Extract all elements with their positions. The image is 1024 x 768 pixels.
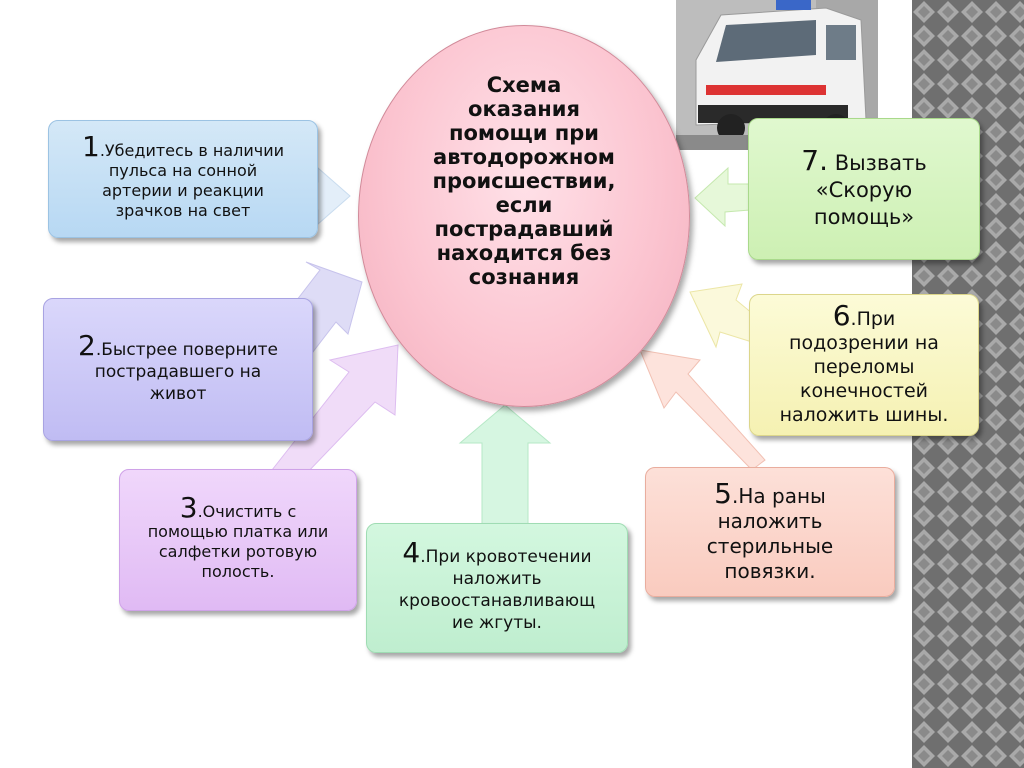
step-4-box: 4.При кровотечении наложить кровоостанав… — [366, 523, 628, 653]
step-2-box: 2.Быстрее поверните пострадавшего на жив… — [43, 298, 313, 441]
arrow-7 — [694, 166, 751, 228]
step-3-number: 3 — [179, 491, 198, 524]
step-3-box: 3.Очистить с помощью платка или салфетки… — [119, 469, 357, 611]
step-6-text: .При подозрении на переломы конечностей … — [779, 307, 949, 426]
arrow-1 — [314, 166, 351, 226]
step-4-number: 4 — [402, 536, 421, 569]
center-title: Схема оказания помощи при автодорожном п… — [432, 73, 616, 289]
center-title-ellipse: Схема оказания помощи при автодорожном п… — [358, 25, 690, 407]
step-5-box: 5.На раны наложить стерильные повязки. — [645, 467, 895, 597]
step-2-number: 2 — [78, 328, 96, 362]
step-7-box: 7. Вызвать «Скорую помощь» — [748, 118, 980, 260]
step-7-text: Вызвать «Скорую помощь» — [813, 151, 927, 229]
step-4-text: .При кровотечении наложить кровоостанавл… — [398, 547, 596, 633]
step-7-number: 7. — [801, 144, 829, 177]
arrow-3 — [271, 344, 399, 476]
step-3-text: .Очистить с помощью платка или салфетки … — [147, 502, 329, 581]
arrow-6 — [689, 283, 759, 349]
arrow-5 — [639, 349, 766, 471]
step-1-number: 1 — [82, 130, 100, 163]
step-6-box: 6.При подозрении на переломы конечностей… — [749, 294, 979, 436]
step-5-text: .На раны наложить стерильные повязки. — [706, 483, 834, 583]
step-6-number: 6 — [832, 298, 851, 332]
step-1-box: 1.Убедитесь в наличии пульса на сонной а… — [48, 120, 318, 238]
arrow-4 — [458, 404, 552, 525]
step-5-number: 5 — [714, 476, 732, 510]
step-2-text: .Быстрее поверните пострадавшего на живо… — [94, 339, 278, 404]
step-1-text: .Убедитесь в наличии пульса на сонной ар… — [99, 141, 284, 220]
